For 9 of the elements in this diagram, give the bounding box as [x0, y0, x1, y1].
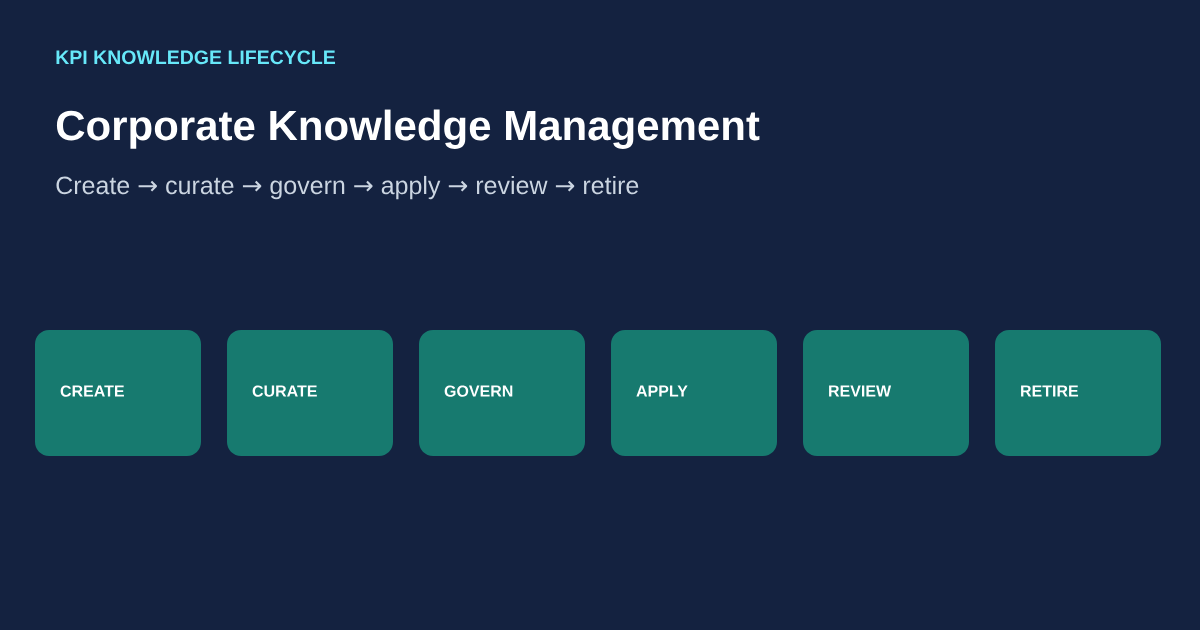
stage-box: RETIRE	[995, 330, 1161, 456]
stage-box: GOVERN	[419, 330, 585, 456]
stage-box: REVIEW	[803, 330, 969, 456]
stage-box: CURATE	[227, 330, 393, 456]
subtitle: Create → curate → govern → apply → review → retire	[56, 175, 639, 200]
title: Corporate Knowledge Management	[56, 109, 760, 149]
stage-box: CREATE	[35, 330, 201, 456]
stage-box: APPLY	[611, 330, 777, 456]
eyebrow-label: KPI KNOWLEDGE LIFECYCLE	[56, 50, 336, 65]
